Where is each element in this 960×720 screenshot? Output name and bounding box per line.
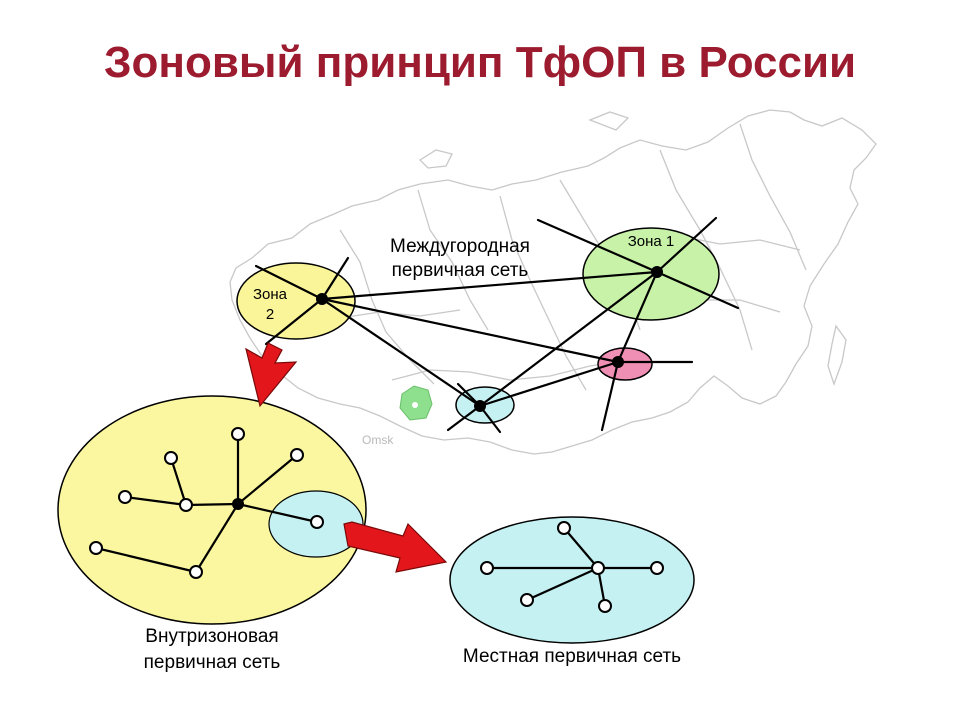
network-node: [189, 565, 203, 579]
map-region-line: [339, 229, 435, 385]
zone-2-node: [316, 293, 328, 305]
network-node: [557, 521, 571, 535]
stub: [655, 270, 740, 310]
intrazone-label-line1: Внутризоновая: [145, 626, 278, 647]
zone-1-node: [651, 266, 663, 278]
pink-zone-area: [597, 347, 653, 381]
stub: [320, 256, 350, 301]
network-node: [164, 451, 178, 465]
intrazone-nodes: [89, 427, 324, 579]
map-island: [588, 111, 630, 131]
zone-2-label-line2: 2: [266, 306, 274, 323]
local-label: Местная первичная сеть: [463, 646, 681, 667]
intrazone-label-line2: первичная сеть: [144, 652, 281, 673]
network-node: [310, 515, 324, 529]
link-zone2-cyan: [320, 297, 482, 408]
intrazone-center-node: [232, 498, 244, 510]
zone-1-area: [582, 227, 720, 321]
link-cyan-zone1: [478, 270, 659, 408]
map-city-label: Omsk: [362, 433, 394, 447]
map-region-line: [739, 123, 807, 271]
link-pink-zone1: [616, 270, 659, 364]
network-node: [598, 599, 612, 613]
map-region-line: [391, 359, 631, 381]
map-region-line: [417, 189, 489, 331]
stub: [600, 360, 620, 432]
map-island: [827, 324, 847, 386]
stub: [536, 218, 659, 274]
map-outline: [229, 109, 877, 455]
map-region-line: [700, 299, 781, 313]
network-node: [520, 593, 534, 607]
zone-1-label: Зона 1: [628, 233, 675, 250]
pink-zone-node: [612, 356, 624, 368]
stub: [264, 297, 324, 346]
slide-title: Зоновый принцип ТфОП в России: [103, 38, 857, 87]
long-distance-links: [254, 216, 740, 434]
network-node: [89, 541, 103, 555]
network-node: [591, 561, 605, 575]
zone-2-label-line1: Зона: [253, 286, 288, 303]
intrazone-links: [94, 432, 319, 574]
network-node: [118, 490, 132, 504]
stub: [254, 264, 324, 301]
intrazone-area: [57, 395, 367, 625]
network-node: [480, 561, 494, 575]
link-zone2-pink: [320, 297, 620, 364]
network-node: [290, 448, 304, 462]
stub: [655, 216, 718, 274]
network-node: [231, 427, 245, 441]
map-island: [418, 149, 453, 169]
link-cyan-pink: [478, 360, 620, 408]
arrow-intrazone-to-local: [343, 521, 448, 573]
cyan-zone-node: [474, 400, 486, 412]
map-region-line: [499, 195, 587, 391]
map-region-line: [659, 149, 753, 351]
network-node: [650, 561, 664, 575]
arrow-zone2-to-intrazone: [245, 342, 298, 408]
network-node: [179, 498, 193, 512]
long-distance-label-line2: первичная сеть: [392, 260, 529, 281]
long-distance-label-line1: Междугородная: [390, 236, 530, 257]
local-nodes: [480, 521, 664, 613]
link-zone2-zone1: [320, 270, 659, 301]
zone-2-area: [236, 262, 356, 340]
omsk-marker: [412, 402, 418, 408]
stub: [446, 404, 482, 432]
